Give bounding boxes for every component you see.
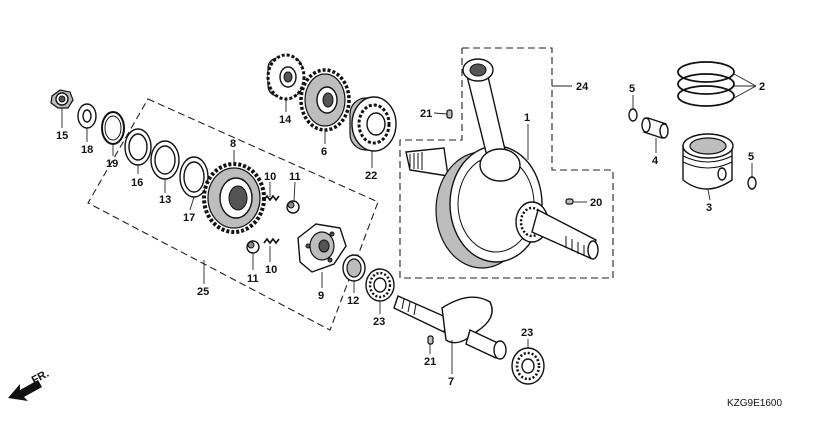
gear-part-6[interactable] xyxy=(299,68,351,132)
snap-ring-part-19[interactable] xyxy=(101,111,125,145)
callout-11-lower: 11 xyxy=(247,273,259,285)
gear-part-8[interactable] xyxy=(202,162,266,234)
key-part-20[interactable] xyxy=(565,198,574,205)
callout-17: 17 xyxy=(183,212,195,224)
callout-21-upper: 21 xyxy=(420,108,432,120)
front-label: FR. xyxy=(30,368,51,387)
callout-4: 4 xyxy=(652,155,659,167)
washer-part-17[interactable] xyxy=(179,156,209,198)
callout-13: 13 xyxy=(159,194,171,206)
clip-part-5-right[interactable] xyxy=(747,176,757,190)
front-arrow: FR. xyxy=(8,368,51,401)
piston-part-3[interactable] xyxy=(682,133,734,190)
callout-7: 7 xyxy=(448,376,454,388)
washer-part-18[interactable] xyxy=(77,103,97,129)
callout-6: 6 xyxy=(321,146,327,158)
seal-part-12[interactable] xyxy=(342,254,366,282)
bearing-part-23-left[interactable] xyxy=(365,268,395,302)
front-arrow-icon xyxy=(8,380,42,401)
callout-14: 14 xyxy=(279,114,292,126)
crankshaft-part-1[interactable] xyxy=(405,58,599,269)
nut-part-15[interactable] xyxy=(50,89,74,109)
callout-24: 24 xyxy=(576,81,589,93)
clip-part-5-left[interactable] xyxy=(628,108,638,122)
callout-15: 15 xyxy=(56,130,68,142)
callout-8: 8 xyxy=(230,138,236,150)
crankshaft-part-7[interactable] xyxy=(393,295,507,360)
callout-12: 12 xyxy=(347,295,359,307)
callout-2: 2 xyxy=(759,81,765,93)
spring-part-10-upper[interactable] xyxy=(263,194,280,202)
assembly-boundary-24 xyxy=(399,47,614,279)
cap-part-11-lower[interactable] xyxy=(246,240,260,254)
callout-22: 22 xyxy=(365,170,377,182)
plate-part-9[interactable] xyxy=(297,223,347,273)
bearing-part-22[interactable] xyxy=(349,96,397,152)
gear-part-14[interactable] xyxy=(266,53,306,101)
callout-16: 16 xyxy=(131,177,143,189)
callout-5-left: 5 xyxy=(629,83,635,95)
callout-9: 9 xyxy=(318,290,324,302)
key-part-21-lower[interactable] xyxy=(427,335,434,345)
callout-23-right: 23 xyxy=(521,327,533,339)
callout-labels: 15 18 19 16 13 17 8 10 11 10 11 9 12 23 … xyxy=(56,81,765,388)
spring-part-10-lower[interactable] xyxy=(263,237,280,245)
key-part-21-upper[interactable] xyxy=(446,109,453,119)
callout-10-lower: 10 xyxy=(265,264,277,276)
bearing-part-23-right[interactable] xyxy=(511,347,545,385)
diagram-code: KZG9E1600 xyxy=(727,398,782,409)
assembly-boundary-25 xyxy=(87,98,379,331)
washer-part-13[interactable] xyxy=(150,140,180,180)
callout-3: 3 xyxy=(706,202,712,214)
callout-20: 20 xyxy=(590,197,602,209)
washer-part-16[interactable] xyxy=(124,128,152,166)
piston-rings-part-2[interactable] xyxy=(677,61,735,107)
callout-1: 1 xyxy=(524,112,530,124)
callout-18: 18 xyxy=(81,144,93,156)
callout-25: 25 xyxy=(197,286,209,298)
leader-lines xyxy=(61,73,757,374)
callout-23-left: 23 xyxy=(373,316,385,328)
callout-21-lower: 21 xyxy=(424,356,436,368)
callout-11-upper: 11 xyxy=(289,171,301,183)
piston-pin-part-4[interactable] xyxy=(641,117,669,139)
callout-10-upper: 10 xyxy=(264,171,276,183)
cap-part-11-upper[interactable] xyxy=(286,200,300,214)
callout-5-right: 5 xyxy=(748,151,754,163)
callout-19: 19 xyxy=(106,158,118,170)
